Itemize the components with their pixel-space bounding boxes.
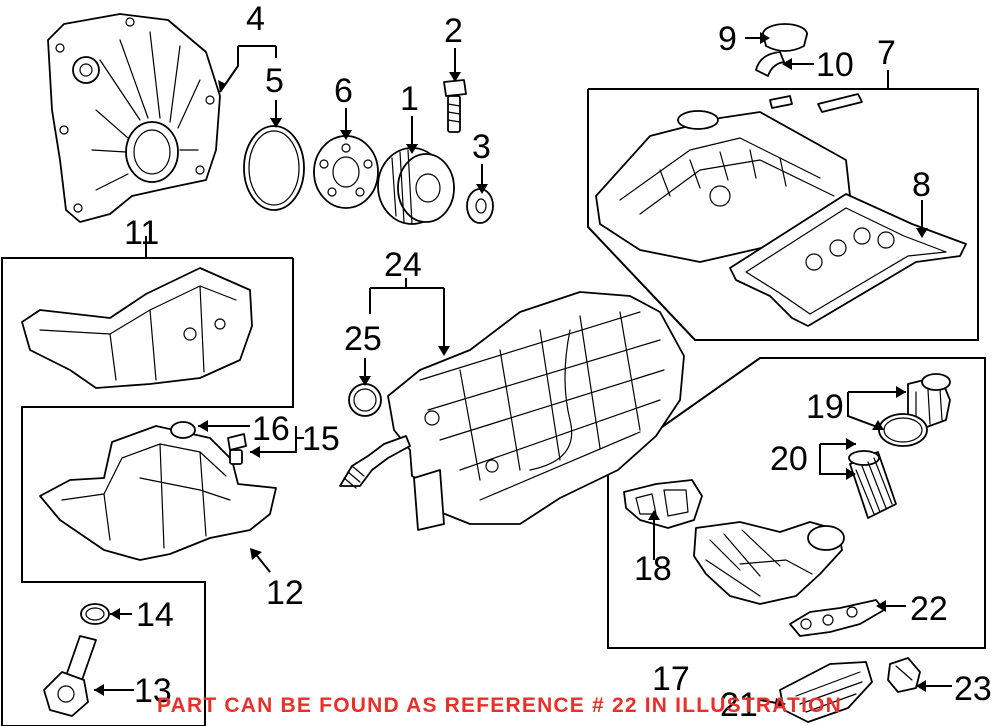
callout-3: 3 [472,128,491,166]
callout-5: 5 [265,62,284,100]
callout-11: 11 [124,214,159,252]
o-ring-14-part [80,603,110,625]
reference-note: PART CAN BE FOUND AS REFERENCE # 22 IN I… [156,694,843,717]
oil-filter-housing-part [693,521,845,605]
timing-cover-part [47,13,221,223]
callout-20: 20 [770,440,808,478]
callout-10: 10 [816,46,854,84]
upper-oil-pan-part [21,267,253,389]
callout-24: 24 [384,246,422,284]
oil-cap-part [762,23,808,52]
callout-4: 4 [246,0,265,38]
group-box-11 [1,257,294,726]
filter-housing-gasket-part [623,479,703,529]
oil-filter-cap-part [907,373,951,429]
drain-plug-part [227,433,247,465]
callout-13: 13 [134,672,172,710]
callout-9: 9 [718,20,737,58]
washer-part [466,188,494,224]
callout-7: 7 [877,34,896,72]
cap-seal-part [755,51,785,77]
callout-15: 15 [302,420,340,458]
valve-cover-part [595,93,863,263]
callout-17: 17 [652,660,690,698]
bolt-part [443,79,467,133]
vibration-hub-part [313,135,379,209]
callout-14: 14 [136,596,174,634]
callout-25: 25 [344,320,382,358]
callout-18: 18 [634,550,672,588]
pulley-part [377,147,455,225]
manifold-o-ring-part [348,383,382,417]
arrowheads [94,32,928,710]
callout-12: 12 [266,574,304,612]
callout-19: 19 [806,388,844,426]
callout-1: 1 [400,80,419,118]
leader-lines [94,37,952,705]
valve-cover-gasket-part [729,193,967,327]
callout-16: 16 [252,410,290,448]
sensor-23-part [887,657,921,693]
lower-oil-pan-part [39,425,277,561]
o-ring-16-part [170,421,196,439]
oil-filter-element-part [848,450,897,519]
filter-cap-seal-part [878,413,928,447]
reference-22-gasket-part [789,599,885,637]
intake-manifold-part [339,291,685,531]
group-box-7 [587,88,979,341]
callout-22: 22 [910,590,948,628]
group-box-17 [607,357,986,649]
oil-sensor-part [43,635,97,717]
callout-23: 23 [954,670,992,708]
callout-2: 2 [444,12,463,50]
callout-6: 6 [334,72,353,110]
callout-8: 8 [912,166,931,204]
oil-cooler-part [779,661,873,723]
crank-seal-part [243,125,305,211]
callout-21: 21 [720,686,758,724]
